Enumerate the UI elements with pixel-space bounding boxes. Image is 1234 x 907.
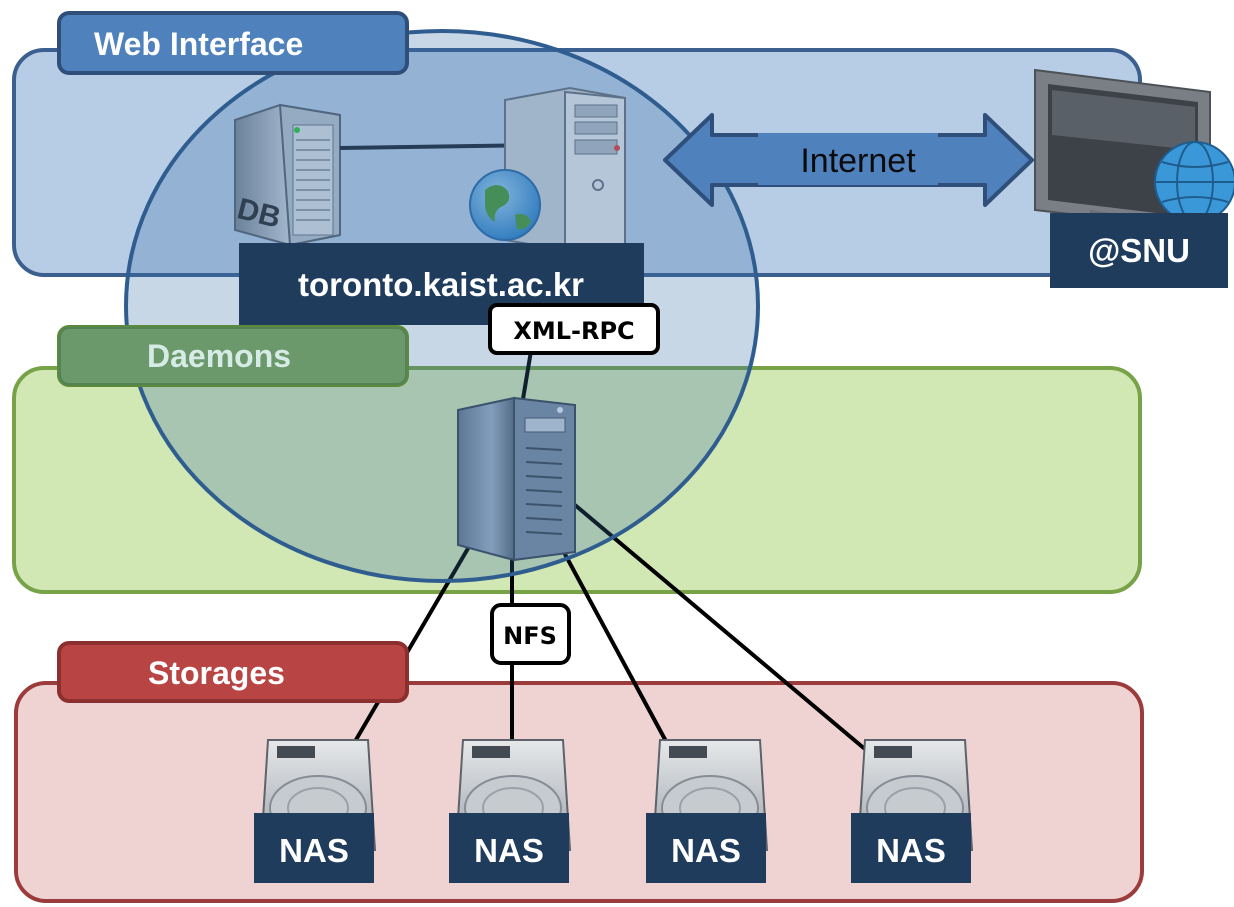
daemons-tab: Daemons (57, 325, 409, 387)
web-interface-tab-label: Web Interface (94, 26, 303, 62)
nas-label: NAS (876, 832, 946, 869)
xmlrpc-label: XML-RPC (513, 317, 634, 345)
db-server-icon: DB (234, 103, 341, 247)
nas-label-box (851, 813, 971, 883)
nas-node: NAS (449, 739, 572, 883)
daemons-band (12, 366, 1142, 594)
host-label-text: toronto.kaist.ac.kr (298, 266, 584, 303)
daemons-layer (12, 366, 1142, 594)
globe-icon (469, 169, 541, 241)
client-globe-icon (1154, 141, 1234, 223)
nas-node: NAS (646, 739, 769, 883)
storages-tab-label: Storages (148, 655, 285, 691)
internet-arrow: Internet (663, 113, 1034, 207)
storages-band (14, 681, 1144, 903)
client-label-text: @SNU (1088, 232, 1190, 269)
xmlrpc-badge: XML-RPC (488, 303, 660, 355)
nas-label: NAS (279, 832, 349, 869)
nfs-badge: NFS (490, 603, 571, 665)
nfs-link-3 (558, 544, 670, 746)
daemons-tab-label: Daemons (147, 338, 291, 374)
internet-label: Internet (800, 142, 916, 180)
nas-node: NAS (254, 739, 377, 883)
daemon-server-icon (457, 396, 576, 562)
storages-tab: Storages (57, 641, 409, 703)
nas-label-box (646, 813, 766, 883)
nfs-link-4 (573, 503, 874, 757)
nas-node: NAS (851, 739, 974, 883)
nfs-label: NFS (503, 622, 557, 650)
nas-label-box (254, 813, 374, 883)
nas-label-box (449, 813, 569, 883)
client-monitor-icon (1034, 68, 1211, 248)
web-interface-tab: Web Interface (57, 11, 409, 75)
client-label: @SNU (1050, 213, 1228, 288)
storages-layer (14, 681, 1144, 903)
nas-nodes: NAS NAS NAS NAS (254, 739, 974, 883)
nas-label: NAS (474, 832, 544, 869)
nas-label: NAS (671, 832, 741, 869)
